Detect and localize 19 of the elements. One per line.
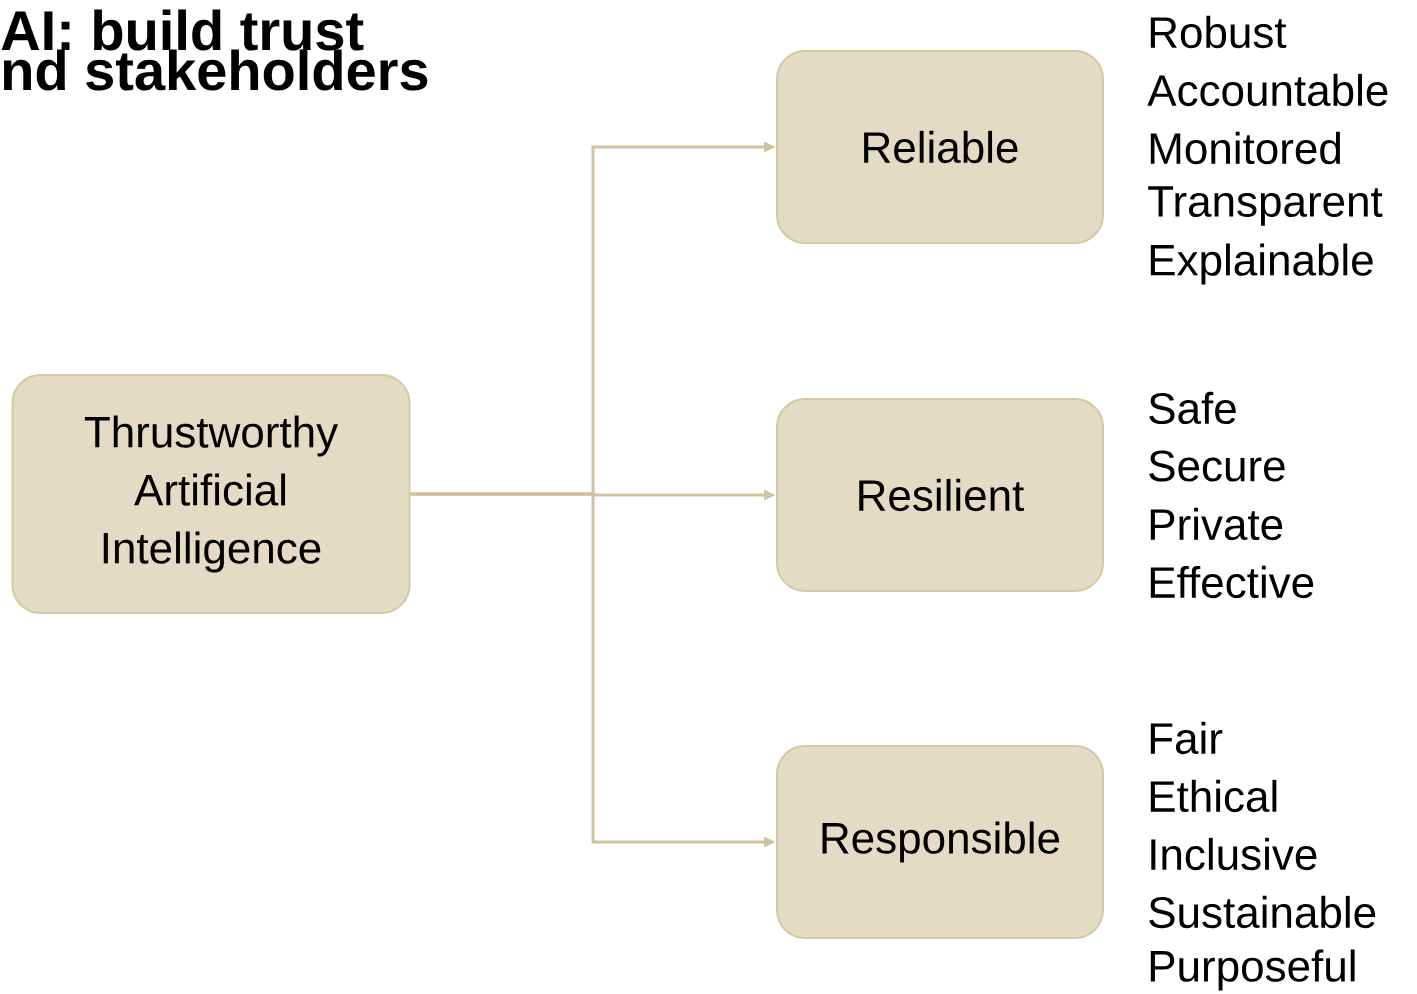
list-item: Inclusive: [1151, 837, 1317, 871]
list-item: Accountable: [1147, 73, 1388, 107]
list-item: Safe: [1149, 391, 1236, 425]
list-item: Fair: [1150, 721, 1223, 755]
list-item: Monitored: [1150, 131, 1340, 165]
process-box: Reliable: [776, 50, 1104, 244]
list-item: Transparent: [1148, 186, 1383, 226]
list-item: Secure: [1149, 450, 1285, 482]
list-item: Purposeful: [1150, 949, 1355, 991]
list-item: Explainable: [1150, 243, 1373, 285]
list-item: Sustainable: [1149, 895, 1376, 929]
process-box: Thrustworthy Artificial Intelligence: [11, 374, 411, 614]
process-box: Resilient: [776, 398, 1104, 592]
list-item: Effective: [1150, 565, 1314, 599]
list-item: Private: [1150, 507, 1283, 541]
list-item: Ethical: [1150, 779, 1277, 813]
process-box: Responsible: [776, 745, 1104, 939]
list-item: Robust: [1150, 15, 1287, 49]
title-text: nd stakeholders: [3, 49, 428, 91]
